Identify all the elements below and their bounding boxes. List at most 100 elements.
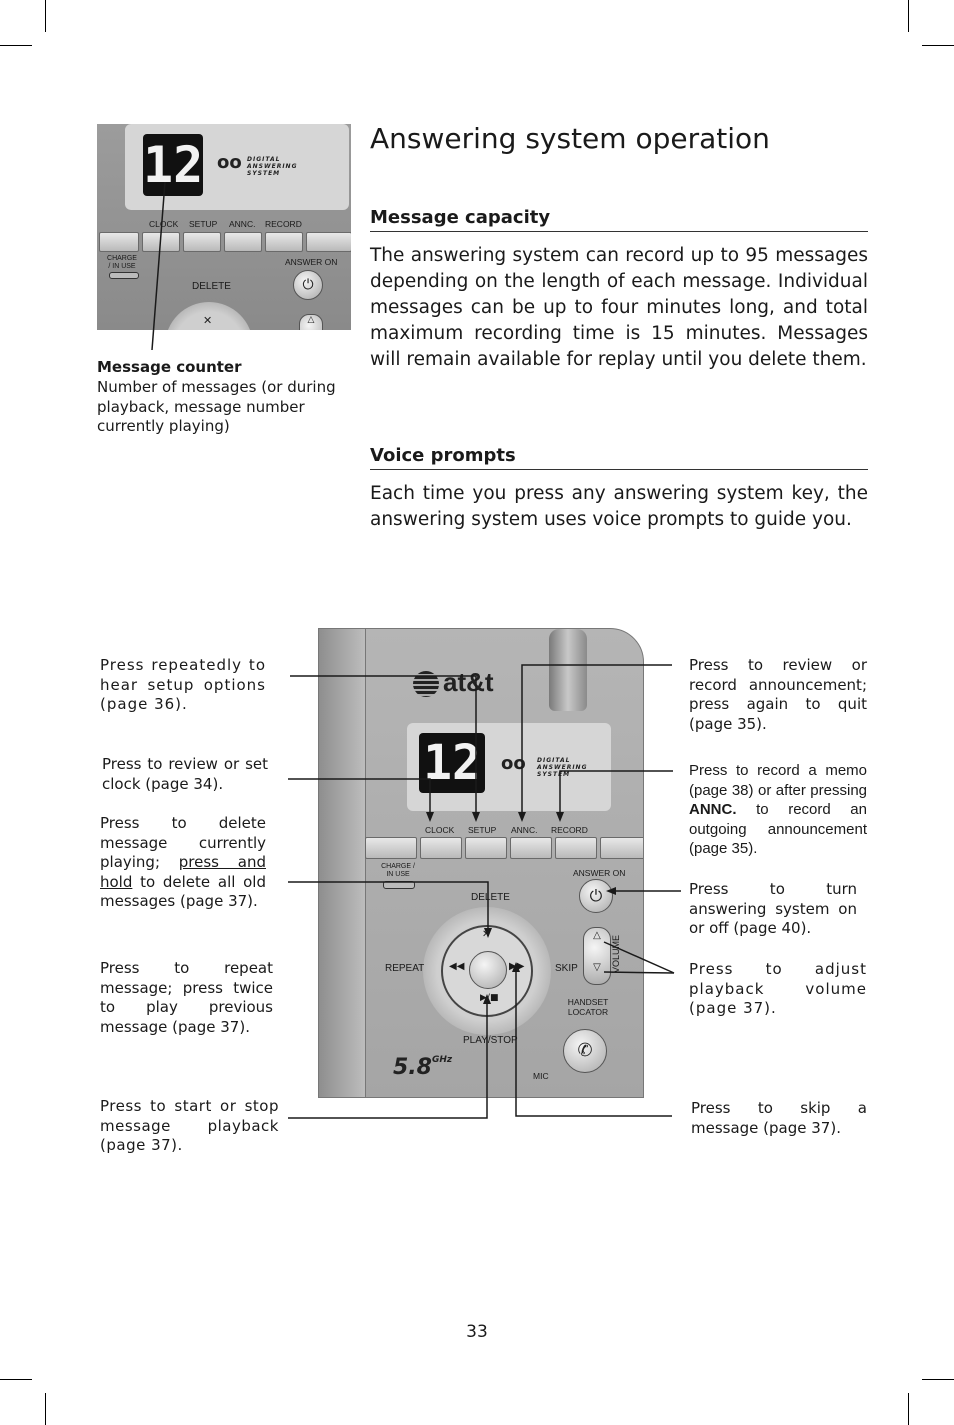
page-number: 33 <box>466 1322 488 1342</box>
volume-key: △ <box>299 314 323 330</box>
arrowhead <box>483 994 491 1004</box>
ghz-unit: GHz <box>431 1055 453 1065</box>
skip-label: SKIP <box>555 963 578 974</box>
device-side <box>319 629 366 1097</box>
delete-label: DELETE <box>192 281 231 292</box>
callout-clock: Press to review or set clock (page 34). <box>102 755 268 793</box>
key-label-clock: CLOCK <box>425 825 455 835</box>
leader-line <box>603 941 675 974</box>
crop-mark <box>45 0 46 32</box>
page-title: Answering system operation <box>370 122 770 155</box>
callout-setup: Press repeatedly to hear setup options (… <box>100 656 266 713</box>
power-icon: ⏻ <box>579 879 613 913</box>
leader-line <box>151 181 166 351</box>
ghz-logo: 5.8GHz <box>393 1055 452 1080</box>
callout-answer: Press to turn answering system on or off… <box>689 880 857 937</box>
callout-annc: Press to review or record announcement; … <box>689 656 867 733</box>
key-row <box>365 837 643 859</box>
play-stop-label: PLAY/STOP <box>463 1035 518 1046</box>
handset-locator-icon: ✆ <box>563 1029 607 1073</box>
handset-locator-label: HANDSET LOCATOR <box>567 997 609 1017</box>
mic-label: MIC <box>533 1071 549 1081</box>
leader-line <box>603 971 675 974</box>
key-label-annc: ANNC. <box>511 825 538 835</box>
crop-mark <box>908 1393 909 1425</box>
ghz-number: 5.8 <box>393 1055 432 1080</box>
callout-delete: Press to delete message currently playin… <box>100 814 266 912</box>
crop-mark <box>922 45 954 46</box>
arrowhead <box>484 928 492 938</box>
leader-line <box>515 968 672 1117</box>
key-label-record: RECORD <box>551 825 588 835</box>
dial-center <box>469 951 507 989</box>
leader-line <box>290 675 477 816</box>
repeat-arrow-icon: ◀◀ <box>449 961 465 972</box>
callout-volume: Press to adjust playback volume (page 37… <box>689 960 867 1017</box>
volume-key: △▽ <box>583 927 611 985</box>
key <box>365 837 417 859</box>
callout-record-text-end: to record an outgoing announcement (page… <box>689 801 867 857</box>
caption-body: Number of messages (or during playback, … <box>97 378 336 435</box>
key-label-clock: CLOCK <box>149 219 179 229</box>
callout-delete-text: Press to delete message currently playin… <box>100 814 266 871</box>
callout-delete-underline: press and hold <box>100 853 266 891</box>
section-heading: Voice prompts <box>370 445 868 470</box>
crop-mark <box>45 1393 46 1425</box>
arrowhead <box>472 812 480 822</box>
arrowhead <box>518 812 526 822</box>
arrowhead <box>606 887 616 895</box>
callout-record-bold: ANNC. <box>689 801 737 818</box>
caption-title: Message counter <box>97 358 242 376</box>
crop-mark <box>0 45 32 46</box>
leader-line <box>521 664 672 816</box>
das-logo: DIGITAL ANSWERING SYSTEM <box>247 156 298 177</box>
repeat-label: REPEAT <box>385 963 425 974</box>
key <box>224 232 262 252</box>
key <box>600 837 643 859</box>
play-stop-icon: ▶/■ <box>480 993 499 1003</box>
crop-mark <box>0 1379 32 1380</box>
callout-record-text: Press to record a memo (page 38) or afte… <box>689 762 867 799</box>
callout-delete-text-end: to delete all old messages (page 37). <box>100 872 266 911</box>
leader-line <box>288 881 489 932</box>
antenna <box>549 629 587 711</box>
delete-x-icon: ✕ <box>203 314 213 327</box>
charge-label: CHARGE / IN USE <box>381 863 415 878</box>
leader-line <box>559 770 673 816</box>
leader-line <box>288 778 431 816</box>
crop-mark <box>922 1379 954 1380</box>
key-label-setup: SETUP <box>468 825 497 835</box>
arrowhead <box>556 812 564 822</box>
crop-mark <box>908 0 909 32</box>
charge-label: CHARGE / IN USE <box>107 255 137 270</box>
charge-led <box>109 272 139 279</box>
message-counter-display: 12 <box>143 134 204 196</box>
key <box>465 837 507 859</box>
callout-skip: Press to skip a message (page 37). <box>691 1099 867 1137</box>
arrowhead <box>426 812 434 822</box>
answer-on-label: ANSWER ON <box>573 868 626 878</box>
callout-repeat: Press to repeat message; press twice to … <box>100 959 273 1036</box>
key-label-setup: SETUP <box>189 219 218 229</box>
das-logo: DIGITAL ANSWERING SYSTEM <box>537 757 588 778</box>
key <box>265 232 303 252</box>
section-body: The answering system can record up to 95… <box>370 245 868 370</box>
section-body: Each time you press any answering system… <box>370 483 868 530</box>
callout-record: Press to record a memo (page 38) or afte… <box>689 761 867 859</box>
tape-icon: oo <box>501 753 526 774</box>
power-icon: ⏻ <box>293 270 323 300</box>
tape-icon: oo <box>217 152 242 173</box>
key <box>183 232 221 252</box>
key <box>555 837 597 859</box>
answer-on-label: ANSWER ON <box>285 257 338 267</box>
message-counter-photo: 12 oo DIGITAL ANSWERING SYSTEM CLOCK SET… <box>97 124 351 330</box>
key <box>99 232 139 252</box>
key <box>306 232 351 252</box>
callout-play-stop: Press to start or stop message playback … <box>100 1097 279 1154</box>
section-heading: Message capacity <box>370 207 868 232</box>
key-label-annc: ANNC. <box>229 219 256 229</box>
arrowhead <box>512 962 520 972</box>
key <box>510 837 552 859</box>
delete-x-icon: ✕ <box>482 929 491 940</box>
